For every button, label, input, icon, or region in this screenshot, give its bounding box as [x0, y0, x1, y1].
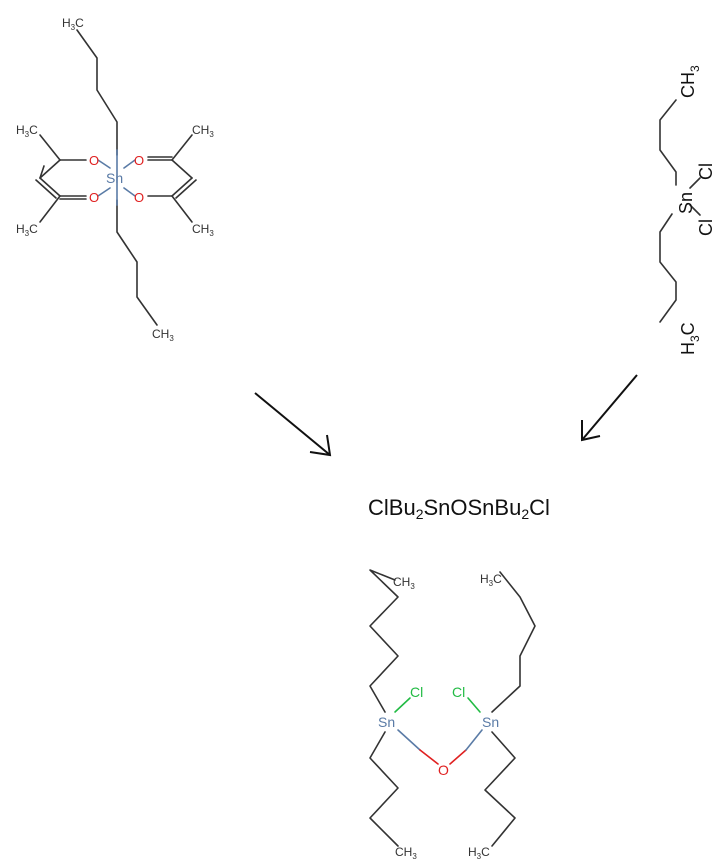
- left-tin-atom: Sn: [106, 170, 123, 186]
- product-left-lower-butyl: [369, 731, 399, 847]
- right-bottom-butyl: [659, 213, 677, 323]
- right-molecule: Sn Cl Cl CH3 H3C: [659, 65, 715, 355]
- product-right-upper-butyl: [491, 571, 536, 713]
- left-oxygen-atom-3: O: [89, 190, 99, 205]
- product-formula: ClBu2SnOSnBu2Cl: [368, 495, 550, 522]
- product-tin-atom-1: Sn: [378, 714, 395, 730]
- left-methyl-top: H3C: [62, 16, 84, 32]
- product-methyl-ll: CH3: [395, 845, 417, 860]
- right-reaction-arrow: [581, 374, 638, 442]
- product-methyl-lr: H3C: [468, 845, 490, 860]
- left-methyl-ur: CH3: [192, 123, 214, 139]
- right-tin-atom: Sn: [676, 192, 696, 214]
- left-reaction-arrow: [254, 392, 332, 457]
- right-top-butyl: [659, 99, 677, 186]
- product-methyl-ul: CH3: [393, 575, 415, 591]
- product-oxygen-atom: O: [438, 762, 449, 778]
- left-oxygen-atom-2: O: [134, 153, 144, 168]
- product-left-upper-butyl: [369, 569, 399, 713]
- left-methyl-lr: CH3: [192, 222, 214, 238]
- product-chlorine-atom-1: Cl: [410, 684, 423, 700]
- left-top-butyl: [76, 29, 118, 156]
- left-methyl-ll: H3C: [16, 222, 38, 238]
- right-chlorine-atom-1: Cl: [696, 163, 715, 180]
- left-methyl-ul: H3C: [16, 123, 38, 139]
- left-oxygen-atom-4: O: [134, 190, 144, 205]
- product-chlorine-atom-2: Cl: [452, 684, 465, 700]
- right-methyl-bottom: H3C: [678, 322, 702, 355]
- left-oxygen-atom-1: O: [89, 153, 99, 168]
- product-methyl-ur: H3C: [480, 572, 502, 588]
- left-molecule: Sn O O O O H3C H3C H3C CH3 CH3 CH3: [16, 16, 214, 343]
- right-methyl-top: CH3: [678, 65, 702, 98]
- left-methyl-bottom: CH3: [152, 327, 174, 343]
- product-tin-atom-2: Sn: [482, 714, 499, 730]
- left-bottom-butyl: [116, 199, 158, 326]
- right-chlorine-atom-2: Cl: [696, 219, 715, 236]
- product-molecule: Sn Sn O Cl Cl CH3 H3C CH3 H3C: [369, 569, 536, 860]
- product-right-lower-butyl: [484, 731, 516, 847]
